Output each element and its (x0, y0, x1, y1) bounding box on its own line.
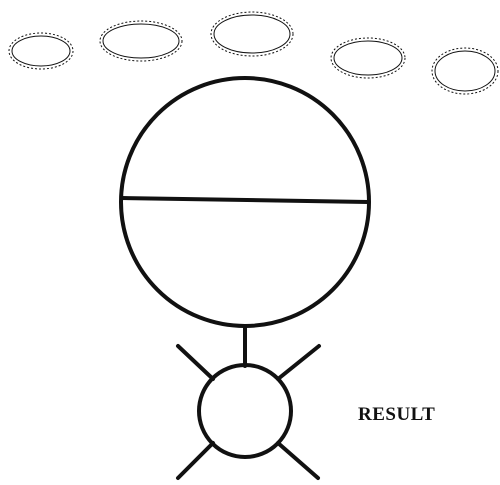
ray-lower-right (276, 441, 320, 480)
cloud-3 (210, 11, 294, 57)
cloud-5 (431, 47, 499, 95)
large-circle-divider (120, 196, 370, 204)
cloud-1 (8, 32, 74, 70)
ray-upper-right (276, 344, 321, 381)
ray-lower-left (176, 441, 215, 480)
cloud-4 (330, 37, 406, 79)
cloud-2 (99, 20, 183, 62)
small-circle (197, 363, 293, 459)
ray-upper-left (176, 344, 215, 381)
result-label: RESULT (358, 404, 436, 425)
